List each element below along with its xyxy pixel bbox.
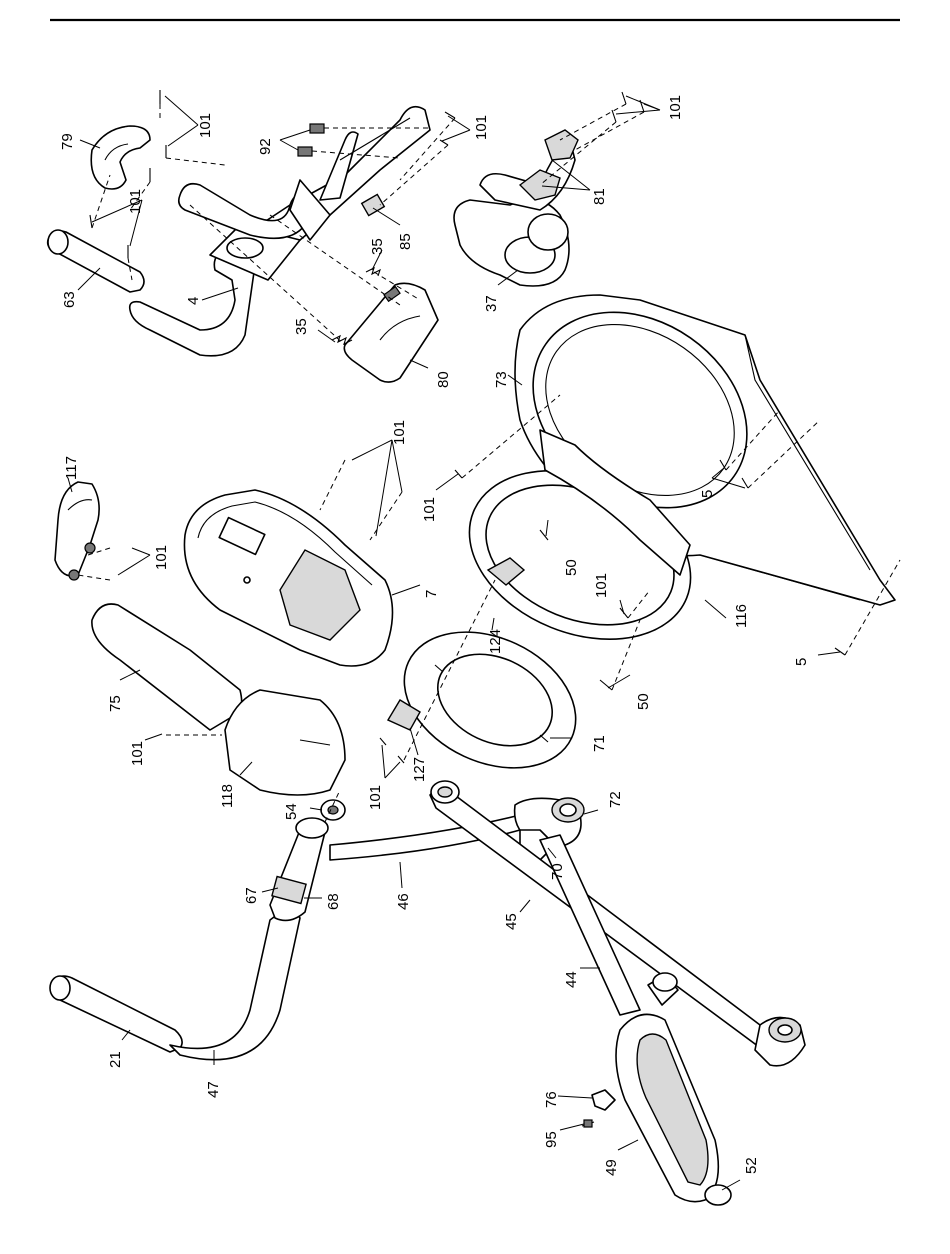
part-37-shroud bbox=[454, 140, 575, 286]
label-35-upper: 35 bbox=[369, 238, 386, 255]
label-101-frame: 101 bbox=[421, 497, 438, 522]
part-92-bolts bbox=[298, 124, 324, 156]
label-79: 79 bbox=[59, 133, 76, 150]
label-85: 85 bbox=[397, 233, 414, 250]
label-35-lower: 35 bbox=[293, 318, 310, 335]
part-end-cap-right bbox=[755, 1018, 805, 1066]
label-101-top-center: 101 bbox=[473, 115, 490, 140]
label-49: 49 bbox=[603, 1159, 620, 1176]
label-80: 80 bbox=[435, 371, 452, 388]
label-127: 127 bbox=[411, 757, 428, 782]
part-63-grip bbox=[48, 230, 144, 292]
label-75: 75 bbox=[107, 695, 124, 712]
label-101-side-cover: 101 bbox=[153, 545, 170, 570]
part-52-cap bbox=[705, 1185, 731, 1205]
label-68: 68 bbox=[325, 893, 342, 910]
part-76-knob bbox=[592, 1090, 615, 1110]
label-76: 76 bbox=[543, 1091, 560, 1108]
label-5-upper: 5 bbox=[699, 490, 716, 498]
part-68-67-upper-arm-tube bbox=[270, 818, 328, 920]
part-21-grip bbox=[50, 976, 182, 1052]
label-95: 95 bbox=[543, 1131, 560, 1148]
part-47-arm bbox=[170, 905, 300, 1060]
label-101-shroud: 101 bbox=[129, 741, 146, 766]
label-63: 63 bbox=[61, 291, 78, 308]
label-117: 117 bbox=[63, 456, 80, 480]
label-101-clip: 101 bbox=[367, 785, 384, 810]
label-45: 45 bbox=[503, 913, 520, 930]
part-54-bearing bbox=[321, 800, 345, 820]
label-101-top-left: 101 bbox=[197, 113, 214, 138]
label-71: 71 bbox=[591, 735, 608, 752]
label-37: 37 bbox=[483, 295, 500, 312]
label-44: 44 bbox=[563, 971, 580, 988]
part-number-labels: 101 79 101 63 4 92 101 35 85 35 80 101 8… bbox=[59, 95, 810, 1176]
label-70: 70 bbox=[549, 863, 566, 880]
part-7-console bbox=[184, 490, 392, 666]
label-47: 47 bbox=[205, 1081, 222, 1098]
part-80-console-back bbox=[344, 283, 438, 382]
label-5-lower: 5 bbox=[793, 658, 810, 666]
label-72: 72 bbox=[607, 791, 624, 808]
label-21: 21 bbox=[107, 1051, 124, 1068]
part-45-pedal-arm bbox=[430, 781, 780, 1055]
part-pivot-mid bbox=[648, 973, 678, 1005]
label-81: 81 bbox=[591, 188, 608, 205]
label-101-console: 101 bbox=[391, 420, 408, 445]
label-101-inner: 101 bbox=[593, 573, 610, 598]
label-52: 52 bbox=[743, 1157, 760, 1174]
label-7: 7 bbox=[423, 590, 440, 598]
label-116: 116 bbox=[733, 604, 750, 628]
label-73: 73 bbox=[493, 371, 510, 388]
part-49-pedal bbox=[616, 1014, 718, 1201]
part-95-screw bbox=[582, 1120, 594, 1127]
label-124: 124 bbox=[487, 629, 504, 654]
label-92: 92 bbox=[257, 138, 274, 155]
label-118: 118 bbox=[219, 784, 236, 808]
label-4: 4 bbox=[185, 297, 202, 305]
part-79-handle-cover bbox=[91, 126, 150, 189]
label-54: 54 bbox=[283, 803, 300, 820]
label-67: 67 bbox=[243, 887, 260, 904]
part-117-side-cover bbox=[55, 482, 99, 580]
label-46: 46 bbox=[395, 893, 412, 910]
label-101-top-right: 101 bbox=[667, 95, 684, 120]
label-50-lower: 50 bbox=[635, 693, 652, 710]
label-101-left: 101 bbox=[127, 189, 144, 214]
part-118-shroud bbox=[225, 690, 345, 795]
label-50-upper: 50 bbox=[563, 559, 580, 576]
